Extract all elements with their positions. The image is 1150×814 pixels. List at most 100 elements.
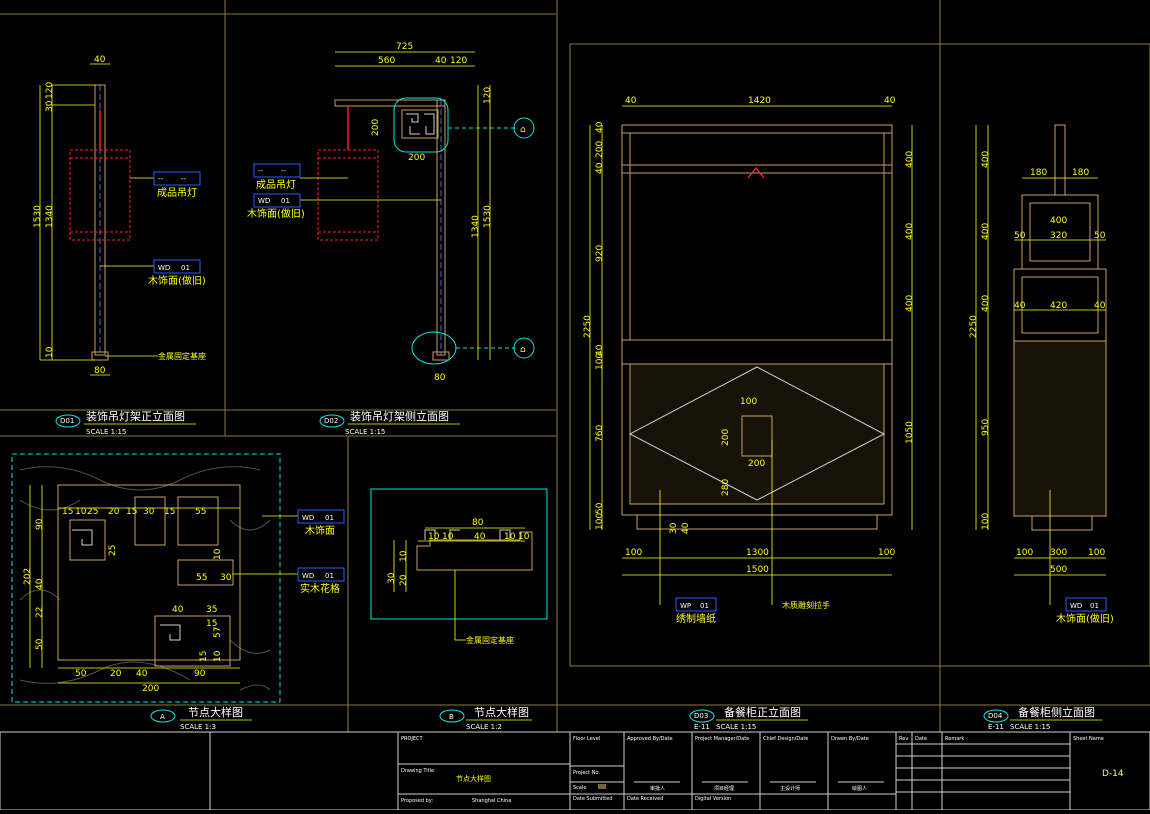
tag-d01-01: 01 xyxy=(181,264,190,272)
dim-d04-t2: 180 xyxy=(1072,168,1089,178)
dim-d03-r4: 1050 xyxy=(905,421,915,444)
dim-b-c: 40 xyxy=(474,532,486,542)
tb-scale: Scale xyxy=(573,785,586,791)
dim-d03-l8: 760 xyxy=(595,425,605,442)
dim-d02-b: 40 xyxy=(435,56,447,66)
dim-a-m6: 57 xyxy=(213,627,223,638)
title-b-text: 节点大样图 xyxy=(474,705,529,719)
dim-a-t2: 10 xyxy=(75,507,87,517)
dim-a-r4: 10 xyxy=(213,650,223,662)
detail-callout-a: ⌂ xyxy=(520,125,526,135)
dim-d04-l6: 100 xyxy=(981,513,991,530)
dim-d02-v2: 200 xyxy=(371,119,381,136)
title-d02-text: 装饰吊灯架侧立面图 xyxy=(350,409,449,423)
dim-d03-t1: 40 xyxy=(625,96,637,106)
dim-a-b2: 20 xyxy=(110,669,122,679)
dim-d02-v1: 120 xyxy=(483,87,493,104)
title-d02-scale: SCALE 1:15 xyxy=(345,428,385,436)
title-a-num: A xyxy=(160,713,165,721)
dim-d03-l5: 2250 xyxy=(583,315,593,338)
dim-d04-b2: 300 xyxy=(1050,548,1067,558)
dim-b-h1: 10 xyxy=(399,550,409,562)
dim-d02-v4: 1340 xyxy=(471,215,481,238)
label-a-lattice: 实木花格 xyxy=(300,582,340,595)
dim-a-b4: 90 xyxy=(194,669,206,679)
dim-d03-r2: 400 xyxy=(905,223,915,240)
tb-drawing-title-label: Drawing Title xyxy=(401,768,434,774)
dim-a-r1: 10 xyxy=(213,548,223,560)
dim-a-m3: 40 xyxy=(172,605,184,615)
dim-a-l5: 50 xyxy=(35,638,45,650)
dim-d04-w4: 50 xyxy=(1094,231,1106,241)
title-d01: D01 装饰吊灯架正立面图 SCALE 1:15 xyxy=(55,409,196,436)
dim-d03-h2: 200 xyxy=(721,429,731,446)
dim-a-b3: 40 xyxy=(136,669,148,679)
tag-d01-wd: WD xyxy=(158,264,170,272)
dim-d03-b3: 100 xyxy=(878,548,895,558)
dim-a-r2: 25 xyxy=(108,545,118,556)
dim-d01-bottom: 80 xyxy=(94,366,106,376)
title-d01-text: 装饰吊灯架正立面图 xyxy=(86,409,185,423)
dim-d01-h4: 1340 xyxy=(45,205,55,228)
tb-sheet-no: D-14 xyxy=(1102,769,1124,779)
dim-d02-a: 560 xyxy=(378,56,395,66)
title-d04-ref: E-11 xyxy=(988,723,1004,731)
view-d04-cabinet-side: 400 400 400 2250 950 100 180 180 400 50 … xyxy=(969,124,1114,625)
tb-sheet-name: Sheet Name xyxy=(1073,736,1104,742)
view-a-joint-detail: 15 10 25 20 15 30 15 55 90 202 40 22 50 … xyxy=(11,453,345,703)
dim-a-t5: 15 xyxy=(126,507,137,517)
title-d03-num: D03 xyxy=(694,712,708,720)
dim-d01-h2: 120 xyxy=(45,82,55,99)
detail-callout-b: ⌂ xyxy=(520,345,526,355)
dim-b-e: 10 xyxy=(518,532,530,542)
dim-d01-h3: 1530 xyxy=(33,205,43,228)
tag-d02-dash1: -- xyxy=(258,167,264,175)
tag-a-wd2: WD xyxy=(302,572,314,580)
dim-d03-s2: 40 xyxy=(681,522,691,534)
dim-b-h2: 20 xyxy=(399,574,409,586)
title-d04-text: 备餐柜侧立面图 xyxy=(1018,705,1095,719)
dim-a-m1: 55 xyxy=(196,573,207,583)
dim-d04-b4: 500 xyxy=(1050,565,1067,575)
dim-d03-r3: 400 xyxy=(905,295,915,312)
tb-sig4: 绘图人 xyxy=(852,785,867,792)
label-d02-pendant-lamp: 成品吊灯 xyxy=(256,179,296,191)
tb-drawn: Drawn By/Date xyxy=(831,736,869,742)
label-d03-carved-handle: 木质雕刻拉手 xyxy=(782,600,830,610)
dim-d04-l3: 400 xyxy=(981,295,991,312)
title-block: PROJECT Drawing Title 节点大样图 Proposed by:… xyxy=(209,732,1124,810)
tb-approved: Approved By/Date xyxy=(627,736,673,742)
view-d01-pendant-frame-front: 40 30 120 1530 1340 10 80 -- -- 成品吊灯 WD … xyxy=(33,55,206,376)
dim-d03-l9: 50 xyxy=(595,502,605,514)
dim-d03-h1: 100 xyxy=(740,397,757,407)
tb-shanghai: Shanghai China xyxy=(472,798,511,804)
tag-d02-wd: WD xyxy=(258,197,270,205)
dim-d03-l10: 100 xyxy=(595,513,605,530)
dim-d04-w1: 400 xyxy=(1050,216,1067,226)
tag-d04-01: 01 xyxy=(1090,602,1099,610)
dim-a-b1: 50 xyxy=(75,669,87,679)
dim-d01-top: 40 xyxy=(94,55,106,65)
dim-a-l2: 202 xyxy=(23,568,33,585)
dim-d04-t1: 180 xyxy=(1030,168,1047,178)
dim-d03-l4: 920 xyxy=(595,245,605,262)
tag-a-012: 01 xyxy=(325,572,334,580)
tb-proposed-by: Proposed by: xyxy=(401,798,433,804)
title-a-scale: SCALE 1:3 xyxy=(180,723,216,731)
dim-d04-w2: 50 xyxy=(1014,231,1026,241)
dim-d04-w6: 420 xyxy=(1050,301,1067,311)
dim-d04-l1: 400 xyxy=(981,151,991,168)
dim-a-r3: 15 xyxy=(199,651,209,662)
dim-d01-h1: 30 xyxy=(45,100,55,112)
dim-d03-l3: 40 xyxy=(595,162,605,174)
label-b-metal-base: 金属固定基座 xyxy=(466,635,514,645)
tb-date-submitted: Date Submitted xyxy=(573,796,613,802)
dim-d02-c: 120 xyxy=(450,56,467,66)
dim-a-l1: 90 xyxy=(35,518,45,530)
dim-b-w: 80 xyxy=(472,518,484,528)
dim-d03-b2: 1300 xyxy=(746,548,769,558)
tag-d01-dash2: -- xyxy=(181,175,187,183)
dim-d03-r1: 400 xyxy=(905,151,915,168)
label-d01-metal-base: 金属固定基座 xyxy=(158,351,206,361)
